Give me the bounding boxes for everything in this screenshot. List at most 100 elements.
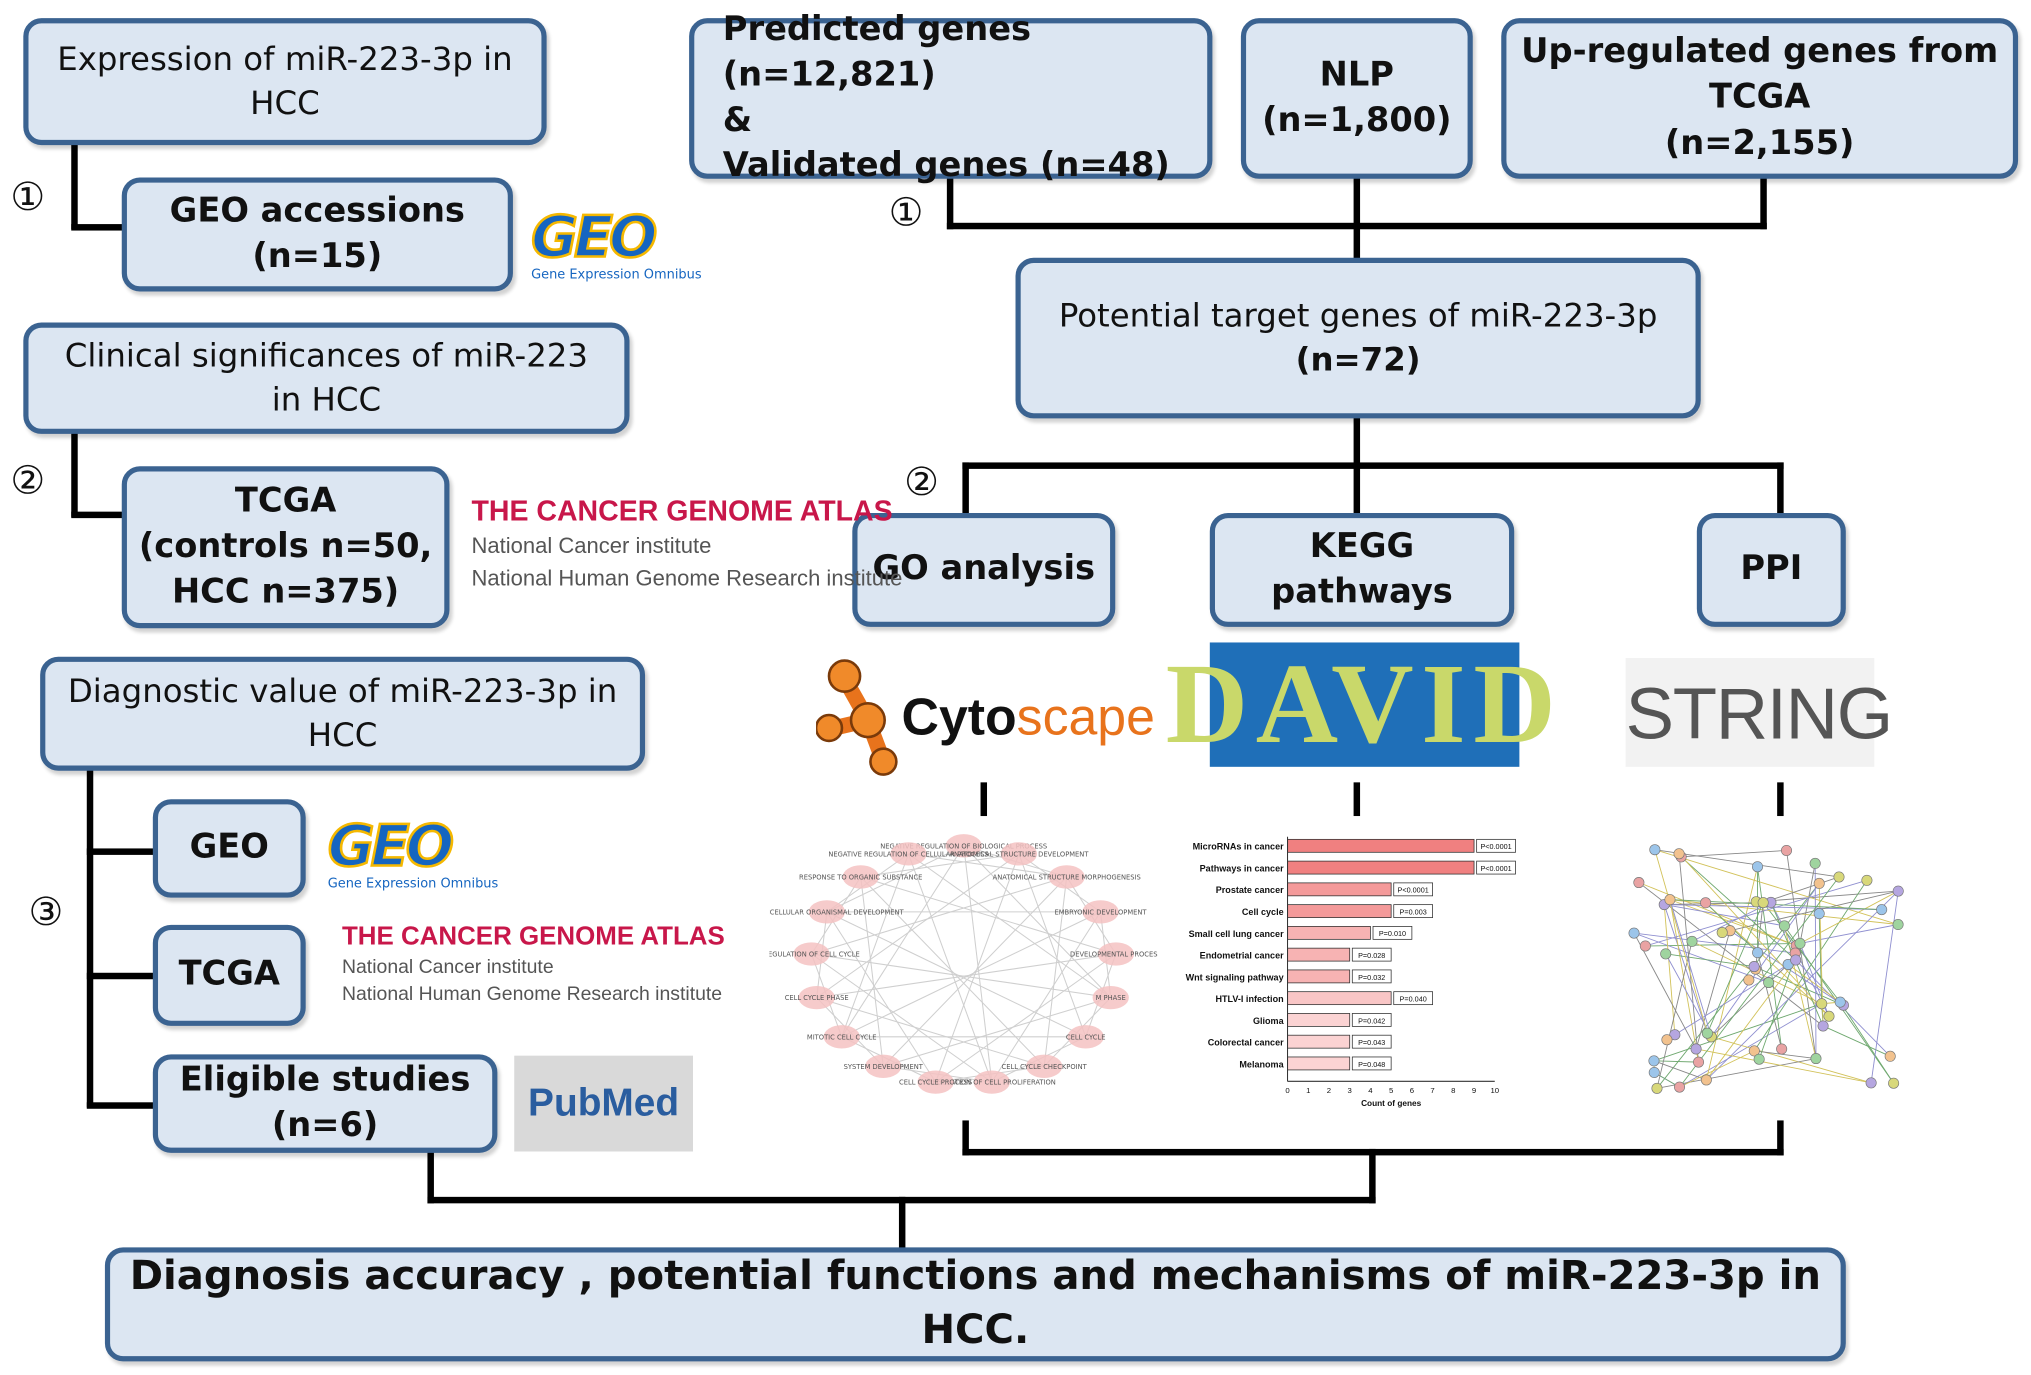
dash-string	[1777, 782, 1784, 817]
ppi-node	[1809, 857, 1821, 869]
ppi-node	[1833, 871, 1845, 883]
kegg-category-label: Endometrial cancer	[1200, 951, 1284, 961]
geo-logo-word: GEO	[530, 203, 659, 272]
ppi-node	[1716, 927, 1728, 939]
kegg-pvalue-label: P=0.003	[1400, 907, 1427, 916]
ppi-edge	[1756, 890, 1899, 903]
tcga-logo-title: THE CANCER GENOME ATLAS	[471, 494, 893, 528]
ppi-edge	[1762, 902, 1841, 1003]
kegg-pvalue-box	[1393, 904, 1433, 918]
go-network-edge	[841, 845, 965, 1038]
ppi-node	[1674, 1081, 1686, 1093]
go-network-node-label: REGULATION OF CELL CYCLE	[769, 951, 859, 959]
connector-bottom-left-stub	[962, 1120, 969, 1156]
ppi-edge	[1822, 1025, 1891, 1057]
cytoscape-logo-part1: Cyto	[901, 688, 1017, 746]
ppi-node	[1661, 1034, 1673, 1046]
kegg-pvalue-label: P=0.048	[1358, 1060, 1385, 1069]
go-network-node	[1000, 842, 1038, 866]
tcga-logo-2: THE CANCER GENOME ATLAS National Cancer …	[342, 922, 725, 1005]
ppi-edge	[1663, 904, 1676, 1035]
ppi-node	[1892, 885, 1904, 897]
ppi-edge	[1695, 930, 1731, 1050]
ppi-edge	[1799, 890, 1899, 944]
kegg-x-tick-label: 3	[1348, 1086, 1352, 1095]
ppi-edge	[1706, 902, 1764, 1034]
predicted-genes-label: Predicted genes (n=12,821) & Validated g…	[722, 10, 1170, 186]
ppi-node	[1753, 1053, 1765, 1065]
tcga2-box-label: TCGA	[178, 955, 280, 995]
ppi-node	[1648, 1066, 1660, 1078]
go-network-edge	[811, 876, 1067, 955]
go-network-node	[1048, 865, 1085, 889]
ppi-node	[1639, 940, 1651, 952]
go-network-node	[865, 1054, 902, 1078]
kegg-category-label: Cell cycle	[1242, 907, 1284, 917]
kegg-x-tick-label: 2	[1327, 1086, 1331, 1095]
go-network-node-label: CELL CYCLE PROCESS	[899, 1079, 972, 1087]
kegg-pvalue-box	[1393, 991, 1433, 1006]
kegg-pvalue-label: P=0.032	[1358, 973, 1385, 982]
tcga2-box: TCGA	[152, 924, 306, 1026]
kegg-category-label: MicroRNAs in cancer	[1193, 842, 1284, 852]
kegg-category-label: Colorectal cancer	[1208, 1038, 1284, 1048]
ppi-node	[1673, 848, 1685, 860]
geo-accessions-label: GEO accessions (n=15)	[169, 191, 465, 276]
connector-diag-geo	[86, 848, 156, 855]
kegg-x-tick-label: 0	[1285, 1086, 1290, 1095]
ppi-node	[1876, 904, 1888, 916]
ppi-node	[1748, 1045, 1760, 1057]
ppi-edge	[1653, 1003, 1822, 1062]
kegg-bar	[1287, 926, 1371, 940]
go-network-edge	[816, 853, 1020, 999]
ppi-edge	[1679, 876, 1840, 1088]
connector-diag-eligible	[86, 1102, 156, 1109]
ppi-node	[1861, 874, 1873, 886]
tcga-logo-1: THE CANCER GENOME ATLAS National Cancer …	[471, 495, 902, 592]
dash-david	[1353, 782, 1361, 817]
kegg-pvalue-label: P<0.0001	[1480, 842, 1511, 851]
go-network-node-label: RESPONSE TO ORGANIC SUBSTANCE	[799, 874, 922, 882]
ppi-node	[1752, 947, 1764, 959]
ppi-edge	[1633, 932, 1796, 954]
go-network-edge	[1043, 876, 1068, 1067]
go-network-edge	[860, 853, 1019, 878]
kegg-pvalue-box	[1351, 1056, 1392, 1071]
cytoscape-logo-part2: scape	[1016, 688, 1155, 746]
go-network-node	[842, 865, 879, 889]
potential-targets-box: Potential target genes of miR-223-3p (n=…	[1015, 257, 1701, 419]
ppi-node	[1888, 1077, 1900, 1089]
kegg-bar	[1287, 991, 1392, 1006]
kegg-pvalue-label: P=0.028	[1358, 951, 1385, 960]
ppi-edge	[1656, 941, 1693, 1089]
go-network-node-label: DEVELOPMENTAL PROCESS	[1070, 951, 1158, 959]
ppi-node	[1776, 1043, 1788, 1055]
clinical-box: Clinical significances of miR-223 in HCC	[23, 322, 630, 434]
conclusion-box: Diagnosis accuracy , potential functions…	[104, 1247, 1846, 1362]
ppi-edge	[1674, 964, 1789, 1036]
ppi-edge	[1818, 913, 1823, 1004]
go-network-edge	[908, 853, 1112, 999]
ppi-node	[1884, 1050, 1896, 1062]
expression-box: Expression of miR-223-3p in HCC	[23, 18, 547, 146]
step-marker-3-left: ③	[28, 889, 64, 936]
diagnostic-box: Diagnostic value of miR-223-3p in HCC	[40, 656, 646, 771]
go-network-node-label: SYSTEM DEVELOPMENT	[844, 1063, 924, 1071]
geo-logo-subtitle: Gene Expression Omnibus	[531, 268, 702, 283]
ppi-edge	[1679, 1050, 1755, 1088]
ppi-node	[1700, 1074, 1712, 1086]
ppi-node	[1701, 1027, 1713, 1039]
go-network-node-label: REGULATION OF CELL PROLIFERATION	[928, 1079, 1056, 1087]
go-network-edge	[816, 953, 1116, 999]
go-analysis-box: GO analysis	[852, 512, 1116, 627]
kegg-x-tick-label: 1	[1306, 1086, 1310, 1095]
ppi-edge	[1839, 1001, 1894, 1084]
ppi-edge	[1669, 899, 1699, 1063]
string-logo: STRING	[1625, 658, 1893, 767]
kegg-pvalue-label: P<0.0001	[1398, 886, 1429, 895]
go-network-node-label: MITOTIC CELL CYCLE	[807, 1033, 877, 1041]
connector-analyses-h	[962, 462, 1784, 469]
kegg-pvalue-box	[1393, 882, 1433, 897]
ppi-edge	[1665, 953, 1755, 967]
